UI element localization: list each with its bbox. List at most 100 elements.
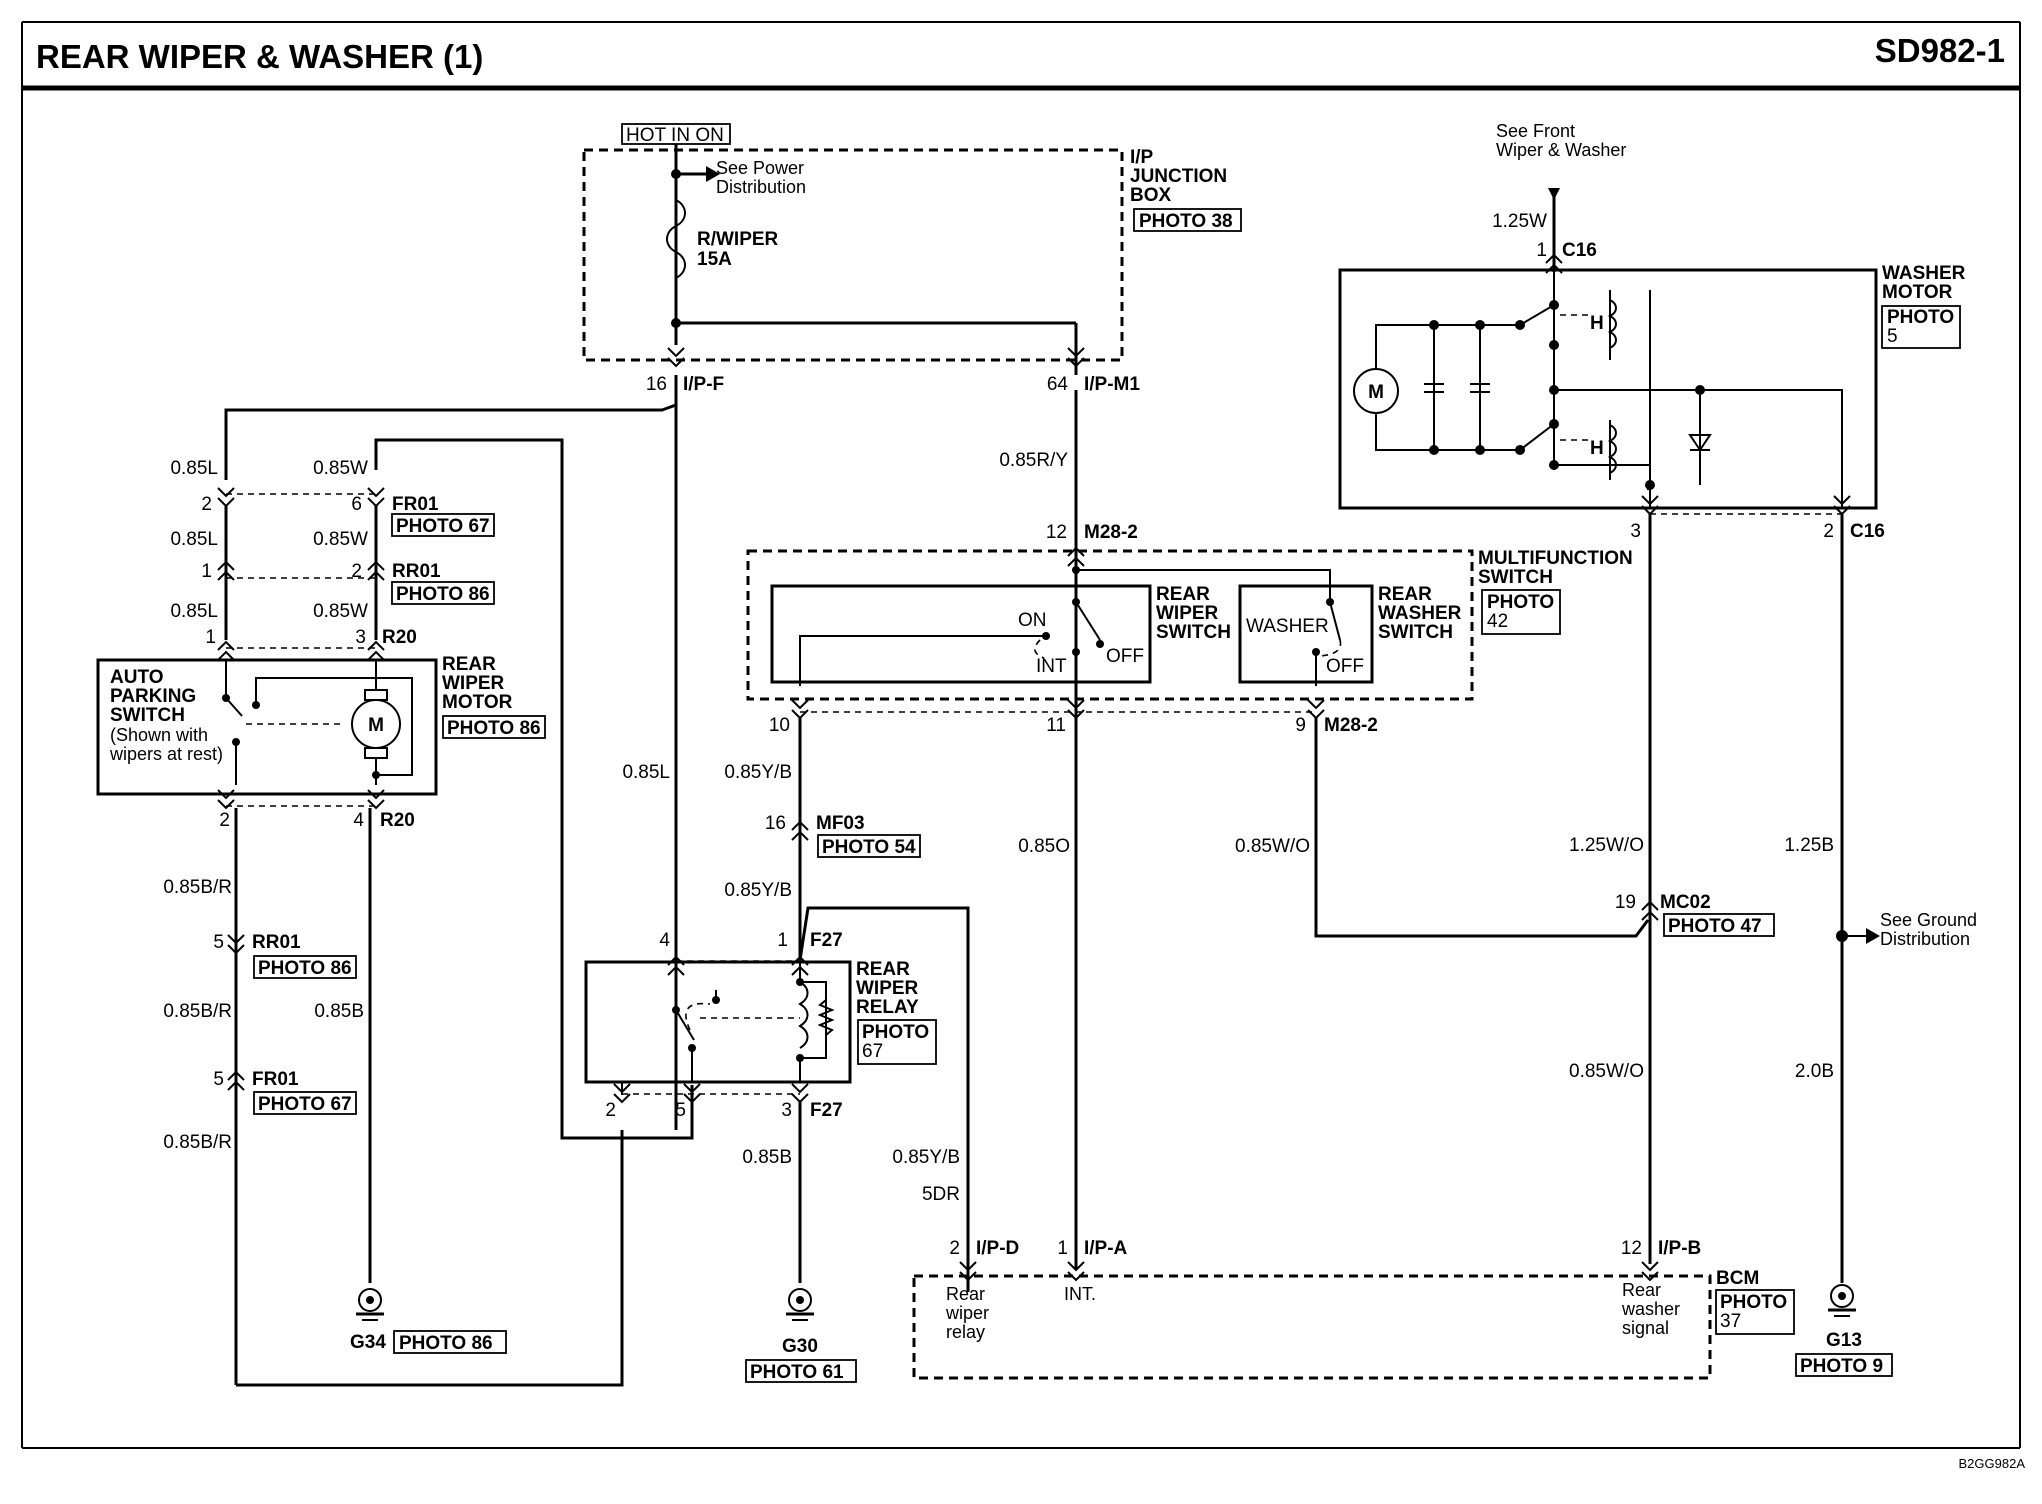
rear-wiper-motor-section: 0.85L 0.85W 2 6 FR01 PHOTO 67 0.85L 0.85… xyxy=(96,375,694,1387)
g30-photo: PHOTO 61 xyxy=(750,1362,844,1383)
connector-icon xyxy=(667,347,685,368)
see-front-line1: See Front xyxy=(1496,121,1575,141)
bcm-pin-b: 12 xyxy=(1621,1238,1642,1259)
rr01b-pin: 5 xyxy=(213,932,224,953)
left-wire-w-2: 0.85W xyxy=(313,529,368,550)
relay-coil-icon xyxy=(798,981,809,1049)
fr01b-conn: FR01 xyxy=(252,1069,299,1090)
bcm-conn-a: I/P-A xyxy=(1084,1238,1128,1259)
bcm-rear-relay-1: Rear xyxy=(946,1284,985,1304)
mfs-pin10: 10 xyxy=(769,715,790,736)
wire-125b: 1.25B xyxy=(1784,835,1834,856)
rear-motor-title-3: MOTOR xyxy=(442,692,513,713)
fr01b-pin: 5 xyxy=(213,1069,224,1090)
washer-motor-photo-2: 5 xyxy=(1887,326,1898,347)
rear-wiper-relay-section: 0.85L 0.85Y/B 16 MF03 PHOTO 54 0.85Y/B 4… xyxy=(562,762,970,1383)
relay-pin3: 3 xyxy=(781,1100,792,1121)
see-front-line2: Wiper & Washer xyxy=(1496,140,1626,160)
rr01-pin-b: 2 xyxy=(351,561,362,582)
wire-wo-2: 0.85W/O xyxy=(1569,1061,1644,1082)
washer-feed-wire: 1.25W xyxy=(1492,211,1547,232)
wire-wo-1: 0.85W/O xyxy=(1235,836,1310,857)
rear-motor-photo: PHOTO 86 xyxy=(447,718,541,739)
mfs-pin12: 12 xyxy=(1046,522,1067,543)
auto-parking-2: PARKING xyxy=(110,686,196,707)
washer-pin2: 2 xyxy=(1823,521,1834,542)
relay-conn-top: F27 xyxy=(810,930,843,951)
switch-int: INT xyxy=(1036,656,1067,677)
conn-ipm1: I/P-M1 xyxy=(1084,374,1140,395)
rr01b-conn: RR01 xyxy=(252,932,301,953)
bcm-rear-relay-2: wiper xyxy=(945,1303,989,1323)
fr01-pin-a: 2 xyxy=(201,494,212,515)
fuse-icon xyxy=(666,199,686,279)
rear-washer-switch-3: SWITCH xyxy=(1378,622,1453,643)
washer-motor-title-2: MOTOR xyxy=(1882,282,1953,303)
switch-off2: OFF xyxy=(1326,656,1364,677)
bcm-pin-a: 1 xyxy=(1057,1238,1068,1259)
rear-motor-title-1: REAR xyxy=(442,654,496,675)
mc02-conn: MC02 xyxy=(1660,892,1711,913)
see-front-arrow-icon xyxy=(1548,188,1560,200)
wire-o: 0.85O xyxy=(1018,836,1070,857)
bcm-rear-relay-3: relay xyxy=(946,1322,985,1342)
see-ground-line1: See Ground xyxy=(1880,910,1977,930)
relay-title-3: RELAY xyxy=(856,997,919,1018)
junction-box-title-1: I/P xyxy=(1130,147,1154,168)
rear-washer-switch-2: WASHER xyxy=(1378,603,1462,624)
left-wire-w-1: 0.85W xyxy=(313,458,368,479)
washer-motor-box xyxy=(1338,268,1878,510)
fr01-conn: FR01 xyxy=(392,494,439,515)
relay-pin2: 2 xyxy=(605,1100,616,1121)
bcm-conn-d: I/P-D xyxy=(976,1238,1019,1259)
bcm-conn-b: I/P-B xyxy=(1658,1238,1701,1259)
mfs-title-1: MULTIFUNCTION xyxy=(1478,548,1633,569)
mfs-conn-bottom: M28-2 xyxy=(1324,715,1378,736)
rr01-conn: RR01 xyxy=(392,561,441,582)
mf03-conn: MF03 xyxy=(816,813,865,834)
bcm-pin-d: 2 xyxy=(949,1238,960,1259)
relay-pin4: 4 xyxy=(659,930,670,951)
relay-wire-yb-2: 0.85Y/B xyxy=(724,880,792,901)
conn-ipf: I/P-F xyxy=(683,374,724,395)
r20b-conn: R20 xyxy=(380,810,415,831)
washer-motor-section: See Front Wiper & Washer 1.25W 1 C16 WAS… xyxy=(1338,121,1966,542)
washer-switch-symbol-2: H xyxy=(1590,438,1604,459)
auto-parking-3: SWITCH xyxy=(110,705,185,726)
rr01-photo: PHOTO 86 xyxy=(396,584,490,605)
ground-icon xyxy=(786,1288,814,1321)
washer-motor-photo-1: PHOTO xyxy=(1887,307,1954,328)
bcm-title: BCM xyxy=(1716,1268,1759,1289)
rear-wiper-switch-box xyxy=(770,584,1152,684)
bcm-washer-signal-1: Rear xyxy=(1622,1280,1661,1300)
left-wire-w-3: 0.85W xyxy=(313,601,368,622)
bcm-washer-signal-3: signal xyxy=(1622,1318,1669,1338)
washer-motor-symbol: M xyxy=(1368,382,1384,403)
left-wire-l-1: 0.85L xyxy=(170,458,218,479)
pin-ipf: 16 xyxy=(646,374,667,395)
pin-ipm1: 64 xyxy=(1047,374,1069,395)
diagram-code: SD982-1 xyxy=(1875,32,2005,69)
wire-125wo: 1.25W/O xyxy=(1569,835,1644,856)
auto-parking-1: AUTO xyxy=(110,667,163,688)
switch-washer: WASHER xyxy=(1246,616,1329,637)
header: REAR WIPER & WASHER (1) SD982-1 B2GG982A xyxy=(21,21,2025,1471)
mf03-photo: PHOTO 54 xyxy=(822,837,916,858)
r20-pin-a: 1 xyxy=(205,627,216,648)
left-wire-br-2: 0.85B/R xyxy=(163,1001,232,1022)
g13-label: G13 xyxy=(1826,1330,1862,1351)
rear-wiper-switch-3: SWITCH xyxy=(1156,622,1231,643)
washer-motor-title-1: WASHER xyxy=(1882,263,1966,284)
fr01-photo: PHOTO 67 xyxy=(396,516,490,537)
relay-conn-bottom: F27 xyxy=(810,1100,843,1121)
auto-note-1: (Shown with xyxy=(110,725,208,745)
mc02-photo: PHOTO 47 xyxy=(1668,916,1762,937)
bcm-photo-1: PHOTO xyxy=(1720,1292,1787,1313)
washer-conn-out: C16 xyxy=(1850,521,1885,542)
junction-box-photo: PHOTO 38 xyxy=(1139,211,1233,232)
hot-in-on-label: HOT IN ON xyxy=(626,125,724,146)
bcm-washer-signal-2: washer xyxy=(1621,1299,1680,1319)
left-wire-br-3: 0.85B/R xyxy=(163,1132,232,1153)
g30-label: G30 xyxy=(782,1336,818,1357)
